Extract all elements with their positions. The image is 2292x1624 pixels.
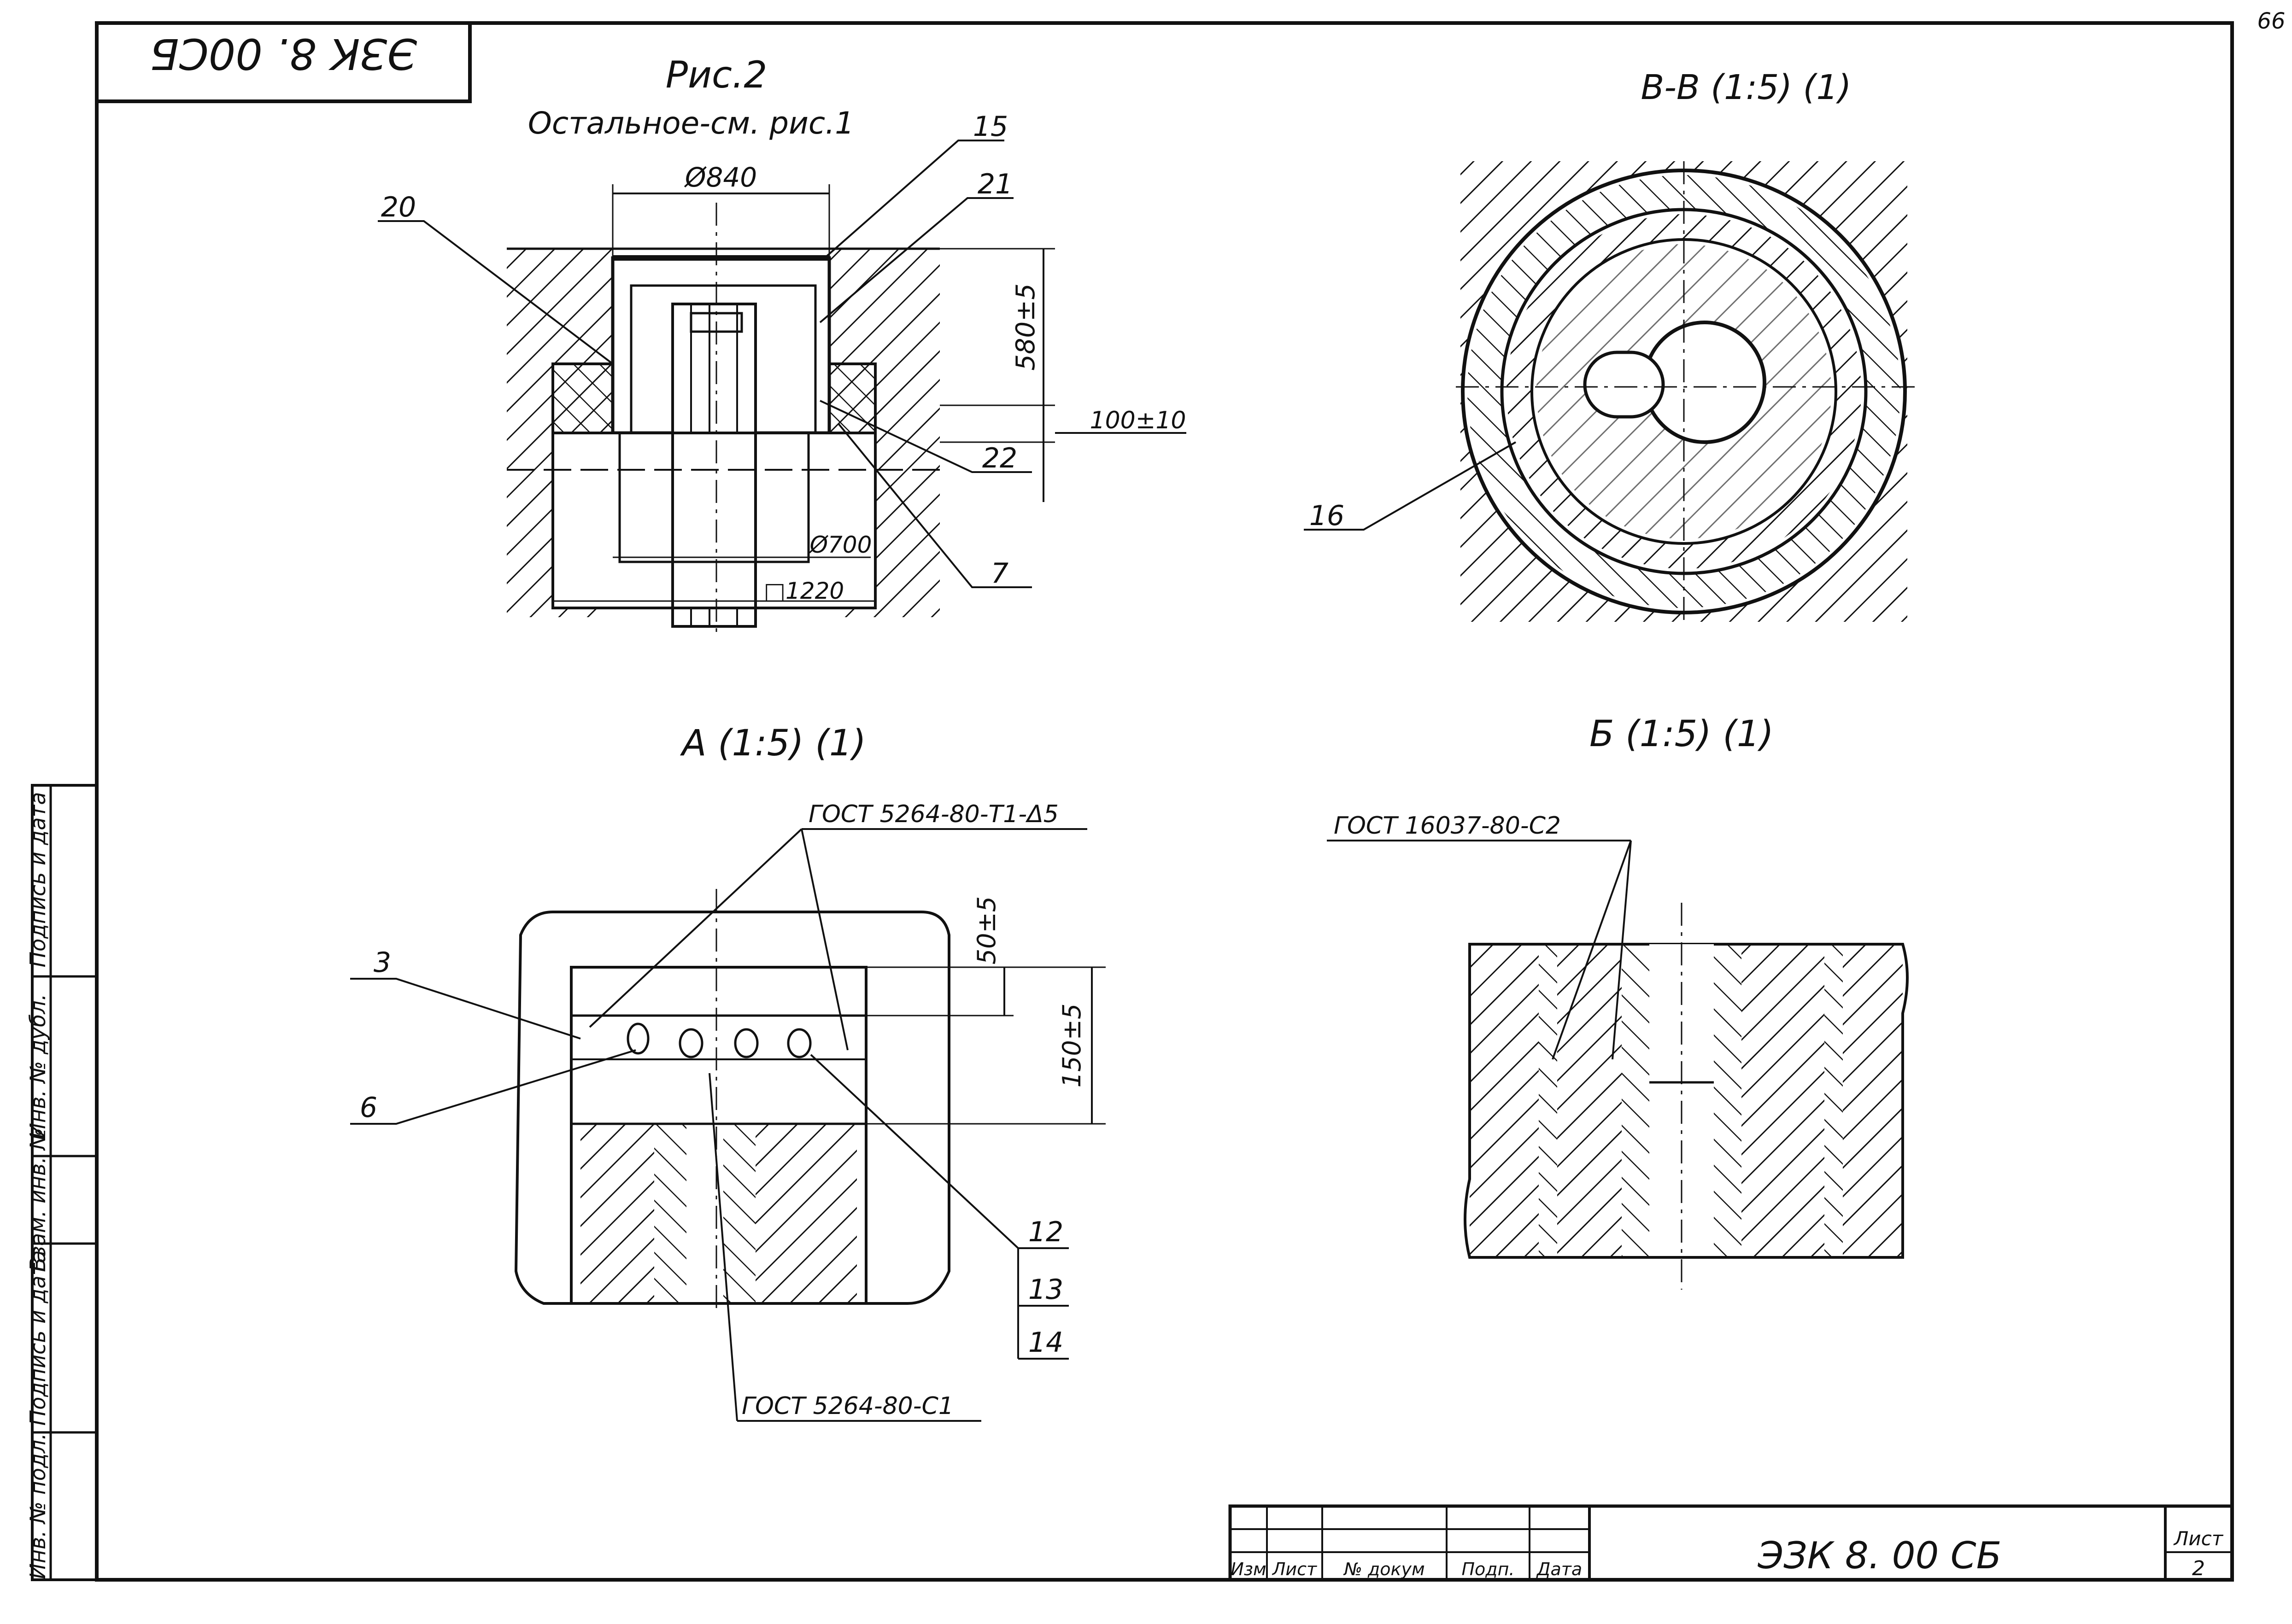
bolt-2 [679, 1028, 703, 1058]
bb-clamp [1583, 351, 1665, 419]
stamp-inv-podl: Инв. № подл. [25, 1433, 50, 1579]
dim-100: 100±10 [1090, 407, 1186, 434]
weld-note-b: ГОСТ 16037-80-С2 [1334, 812, 1561, 840]
callout-16: 16 [1309, 500, 1344, 532]
section-bb: В-В (1:5) (1) 16 [1304, 68, 1917, 626]
dim-diam-700: Ø700 [809, 532, 872, 558]
view-a-title: А (1:5) (1) [680, 723, 866, 764]
stamp-vzam-inv: Взам. инв. № [25, 1128, 50, 1272]
view-b: Б (1:5) (1) ГОСТ 16037-80-С2 [1327, 713, 1909, 1290]
dim-square-1220: □1220 [764, 578, 844, 604]
tb-header-sign: Подп. [1461, 1559, 1514, 1579]
callout-7: 7 [991, 557, 1008, 590]
section-bb-title: В-В (1:5) (1) [1641, 68, 1852, 107]
tb-sheet-label: Лист [2173, 1527, 2224, 1550]
title-block: Изм Лист № докум Подп. Дата ЭЗК 8. 00 СБ… [1228, 1504, 2234, 1582]
sheet-frame: ЭЗК 8. 00СБ 66 [95, 8, 2286, 1582]
callout-12: 12 [1028, 1216, 1063, 1248]
doc-code-flipped: ЭЗК 8. 00СБ [150, 29, 417, 78]
callout-15: 15 [973, 111, 1008, 143]
view-a: А (1:5) (1) 50±5 150±5 ГОСТ 5264-80-Т1-Δ… [350, 723, 1106, 1422]
dim-580: 580±5 [1011, 283, 1041, 370]
doc-code-box [95, 21, 472, 103]
bolt-4 [787, 1028, 812, 1058]
view-b-title: Б (1:5) (1) [1589, 713, 1774, 755]
stamp-sign-date-1: Подпись и дата [25, 792, 50, 967]
tb-designation: ЭЗК 8. 00 СБ [1757, 1534, 2001, 1577]
tb-header-list: Лист [1272, 1559, 1318, 1579]
bolt-1 [627, 1022, 650, 1055]
weld-note-2: ГОСТ 5264-80-С1 [742, 1392, 954, 1420]
dim-diam-840: Ø840 [684, 162, 757, 193]
view-a-block-right [756, 1124, 857, 1303]
tb-sheet-number: 2 [2192, 1557, 2205, 1580]
tb-header-izm: Изм [1231, 1559, 1266, 1579]
side-stamp: Подпись и дата Инв. № дубл. Взам. инв. №… [25, 784, 98, 1581]
callout-3: 3 [374, 946, 391, 979]
tb-header-doc: № докум [1343, 1559, 1424, 1579]
lower-pit [551, 432, 877, 609]
callout-14: 14 [1028, 1326, 1063, 1359]
stamp-inv-dubl: Инв. № дубл. [25, 994, 50, 1139]
sheet-corner-mark: 66 [2257, 8, 2285, 34]
callout-22: 22 [982, 442, 1017, 474]
stamp-sign-date-2: Подпись и дата [25, 1250, 50, 1425]
bolt-3 [734, 1028, 759, 1058]
figure-2: Рис.2 Остальное-см. рис.1 Ø840 [378, 53, 1186, 636]
view-a-block-left [580, 1124, 654, 1303]
callout-6: 6 [360, 1092, 377, 1124]
dim-150: 150±5 [1057, 1004, 1086, 1088]
callout-13: 13 [1028, 1273, 1063, 1306]
fig2-title: Рис.2 [666, 53, 768, 96]
callout-21: 21 [978, 168, 1013, 200]
fig2-subtitle: Остальное-см. рис.1 [528, 105, 854, 141]
tb-header-date: Дата [1536, 1559, 1582, 1579]
callout-20: 20 [381, 191, 416, 223]
dim-50: 50±5 [972, 896, 1001, 964]
weld-note-1: ГОСТ 5264-80-Т1-Δ5 [809, 800, 1059, 828]
